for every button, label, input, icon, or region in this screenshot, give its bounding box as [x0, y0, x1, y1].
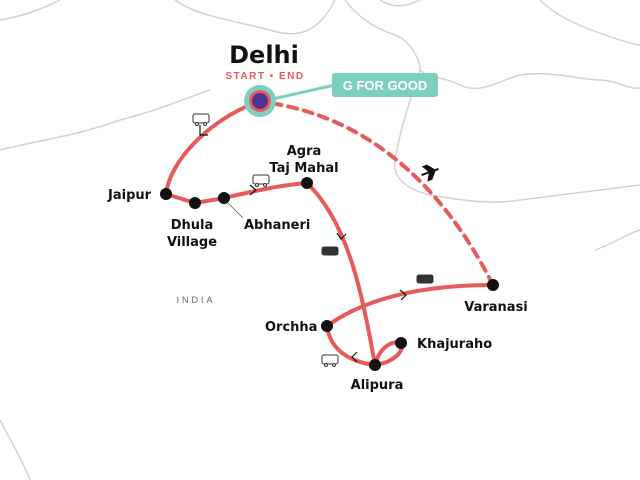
bus-icons — [192, 113, 434, 367]
stop-varanasi — [487, 279, 499, 291]
stop-markers[interactable] — [160, 177, 499, 371]
label-khajuraho: Khajuraho — [417, 337, 492, 352]
bus-icon — [321, 246, 339, 256]
country-label: INDIA — [176, 295, 215, 305]
label-varanasi: Varanasi — [464, 300, 528, 315]
route-jaipur-agra — [164, 181, 309, 206]
start-end-label: START • END — [225, 71, 304, 82]
route-orchha-varanasi — [325, 283, 495, 328]
stop-abhaneri — [218, 192, 230, 204]
abhaneri-leader — [227, 202, 244, 219]
stop-jaipur — [160, 188, 172, 200]
stop-orchha — [321, 320, 333, 332]
delhi-marker[interactable] — [244, 85, 276, 117]
bus-icon — [321, 354, 339, 367]
label-alipura: Alipura — [351, 378, 404, 393]
route-agra-alipura — [305, 181, 377, 367]
label-jaipur: Jaipur — [107, 188, 152, 203]
bus-icon — [252, 174, 270, 187]
label-dhula: Dhula — [171, 218, 214, 233]
route-delhi-jaipur — [164, 101, 257, 196]
stop-agra — [301, 177, 313, 189]
stop-alipura — [369, 359, 381, 371]
bus-icon — [192, 113, 210, 126]
route-varanasi-delhi-flight — [268, 101, 495, 287]
direction-arrows — [199, 125, 407, 363]
route-alipura-orchha — [325, 324, 377, 367]
stop-dhula-village — [189, 197, 201, 209]
badge-connector — [267, 83, 336, 102]
badge-text: G FOR GOOD — [343, 78, 428, 93]
g-for-good-badge[interactable]: G FOR GOOD — [332, 73, 438, 97]
delhi-label: Delhi — [229, 41, 299, 69]
label-agra: Agra — [287, 144, 322, 159]
label-taj-mahal: Taj Mahal — [269, 161, 338, 176]
label-village: Village — [167, 235, 217, 250]
stop-khajuraho — [395, 337, 407, 349]
label-abhaneri: Abhaneri — [244, 218, 310, 233]
bus-icon — [416, 274, 434, 284]
plane-icon — [421, 164, 439, 182]
label-orchha: Orchha — [265, 320, 317, 335]
